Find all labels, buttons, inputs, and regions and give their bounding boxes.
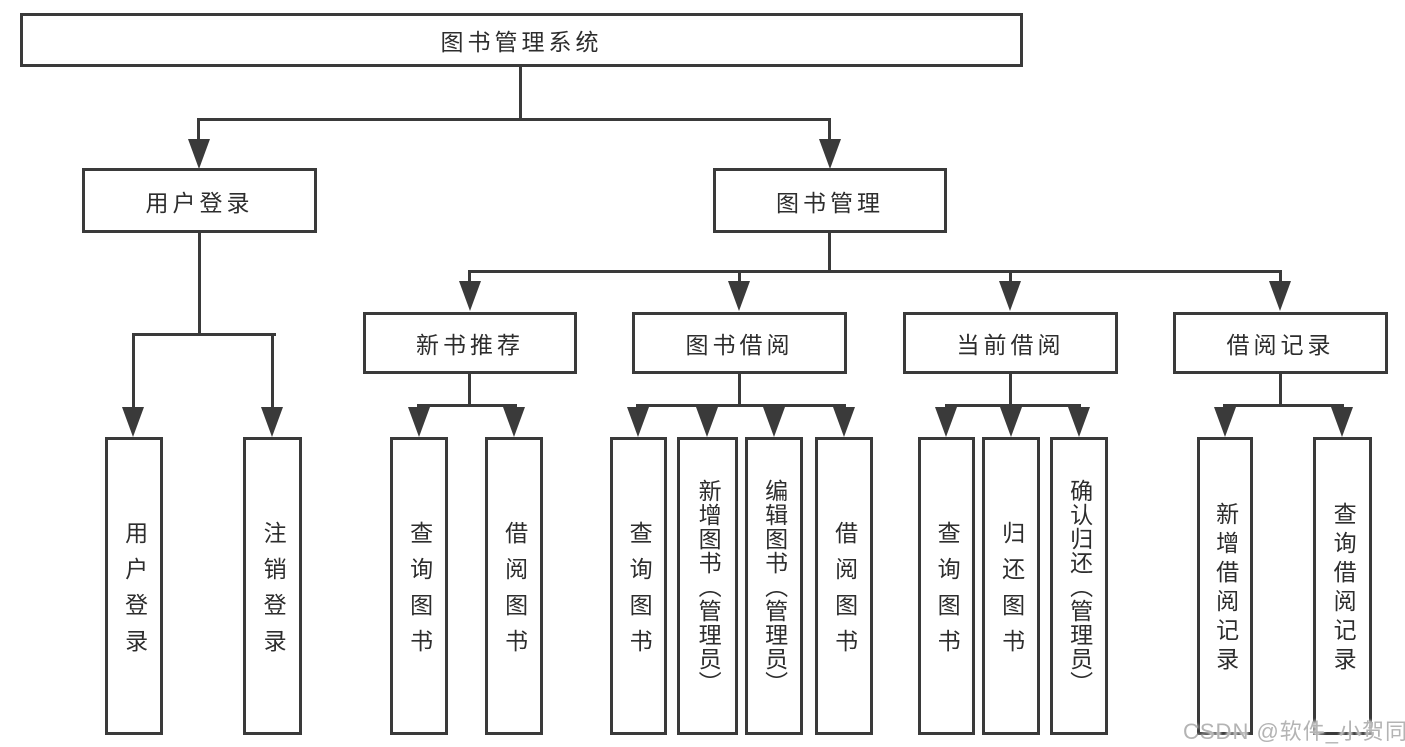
leaf-label: 新增图书（管理员） <box>695 478 722 695</box>
node-current-borrowing: 当前借阅 <box>903 312 1118 374</box>
leaf-borrow-books-borrowing: 借阅图书 <box>815 437 873 735</box>
node-label: 用户登录 <box>145 189 254 216</box>
arrow-down-icon <box>1214 407 1236 437</box>
connector-line <box>132 333 135 409</box>
arrow-down-icon <box>1068 407 1090 437</box>
leaf-label: 查询图书 <box>626 520 653 665</box>
connector-line <box>945 404 1081 407</box>
connector-line <box>198 233 201 335</box>
connector-line <box>738 374 741 406</box>
node-label: 新书推荐 <box>416 332 524 358</box>
connector-line <box>519 67 522 120</box>
node-book-management: 图书管理 <box>713 168 947 233</box>
node-user-login: 用户登录 <box>82 168 317 233</box>
connector-line <box>468 270 1282 273</box>
leaf-add-book-admin: 新增图书（管理员） <box>677 437 738 735</box>
arrow-down-icon <box>1269 281 1291 311</box>
connector-line <box>828 233 831 273</box>
node-label: 图书管理 <box>776 189 884 216</box>
arrow-down-icon <box>122 407 144 437</box>
leaf-label: 归还图书 <box>998 520 1025 665</box>
arrow-down-icon <box>763 407 785 437</box>
connector-line <box>1009 270 1012 284</box>
leaf-add-borrow-record: 新增借阅记录 <box>1197 437 1253 735</box>
leaf-query-books-recommend: 查询图书 <box>390 437 448 735</box>
arrow-down-icon <box>408 407 430 437</box>
arrow-down-icon <box>627 407 649 437</box>
arrow-down-icon <box>728 281 750 311</box>
node-root: 图书管理系统 <box>20 13 1023 67</box>
leaf-return-book: 归还图书 <box>982 437 1040 735</box>
leaf-label: 查询图书 <box>934 520 961 665</box>
leaf-query-borrow-record: 查询借阅记录 <box>1313 437 1372 735</box>
leaf-confirm-return-admin: 确认归还（管理员） <box>1050 437 1108 735</box>
connector-line <box>1279 374 1282 406</box>
connector-line <box>417 404 517 407</box>
connector-line <box>1009 374 1012 406</box>
arrow-down-icon <box>459 281 481 311</box>
node-label: 图书借阅 <box>685 332 794 358</box>
leaf-borrow-books-recommend: 借阅图书 <box>485 437 543 735</box>
leaf-label: 查询借阅记录 <box>1330 502 1357 676</box>
leaf-query-books-borrowing: 查询图书 <box>610 437 667 735</box>
leaf-logout: 注销登录 <box>243 437 302 735</box>
connector-line <box>197 118 831 121</box>
node-label: 当前借阅 <box>956 332 1065 358</box>
leaf-label: 确认归还（管理员） <box>1066 478 1093 695</box>
connector-line <box>1223 404 1344 407</box>
connector-line <box>468 270 471 284</box>
arrow-down-icon <box>833 407 855 437</box>
arrow-down-icon <box>188 139 210 169</box>
leaf-label: 借阅图书 <box>831 520 858 665</box>
connector-line <box>132 333 276 336</box>
connector-line <box>271 333 274 409</box>
node-label: 借阅记录 <box>1226 332 1335 358</box>
arrow-down-icon <box>999 281 1021 311</box>
leaf-label: 查询图书 <box>406 520 433 665</box>
leaf-label: 新增借阅记录 <box>1212 502 1239 676</box>
node-borrowing-records: 借阅记录 <box>1173 312 1388 374</box>
leaf-label: 编辑图书（管理员） <box>761 478 788 695</box>
connector-line <box>468 374 471 406</box>
arrow-down-icon <box>696 407 718 437</box>
arrow-down-icon <box>819 139 841 169</box>
connector-line <box>1279 270 1282 284</box>
arrow-down-icon <box>935 407 957 437</box>
node-new-book-recommend: 新书推荐 <box>363 312 577 374</box>
arrow-down-icon <box>503 407 525 437</box>
connector-line <box>197 118 200 142</box>
leaf-query-books-current: 查询图书 <box>918 437 975 735</box>
arrow-down-icon <box>1000 407 1022 437</box>
leaf-label: 借阅图书 <box>501 520 528 665</box>
connector-line <box>828 118 831 142</box>
connector-line <box>636 404 846 407</box>
watermark: CSDN @软件_小贺同学 <box>1183 719 1405 744</box>
node-book-borrowing: 图书借阅 <box>632 312 847 374</box>
connector-line <box>738 270 741 284</box>
leaf-edit-book-admin: 编辑图书（管理员） <box>745 437 803 735</box>
node-label: 图书管理系统 <box>440 29 603 55</box>
arrow-down-icon <box>261 407 283 437</box>
leaf-label: 用户登录 <box>121 520 148 665</box>
arrow-down-icon <box>1331 407 1353 437</box>
leaf-user-login: 用户登录 <box>105 437 163 735</box>
leaf-label: 注销登录 <box>260 520 287 665</box>
